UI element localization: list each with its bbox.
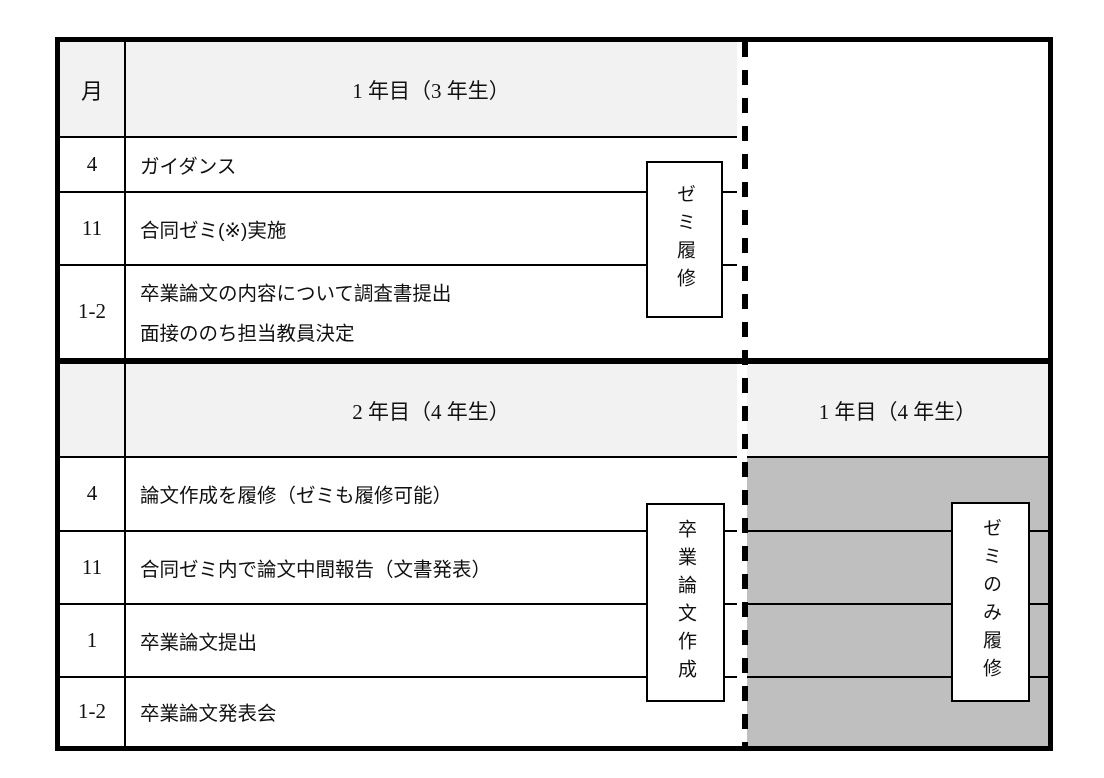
month-value: 1 — [86, 627, 98, 652]
section1-header-bottom-line — [60, 136, 740, 138]
section2-row-separator-2 — [60, 603, 1048, 605]
month-value: 4 — [86, 481, 98, 505]
section1-row1-month: 4 — [60, 137, 124, 191]
section1-row3-month: 1-2 — [60, 265, 124, 358]
month-value: 11 — [81, 554, 103, 579]
month-column-divider — [124, 42, 126, 746]
section1-row1-text: ガイダンス — [140, 137, 640, 191]
event-text: 合同ゼミ(※)実施 — [140, 219, 287, 242]
section2-row-separator-3 — [60, 676, 1048, 678]
seminar-only-flow-label: ゼミのみ履修 — [980, 518, 1001, 686]
section1-row2-month: 11 — [60, 192, 124, 264]
section2-row3-text: 卒業論文提出 — [140, 604, 640, 676]
seminar-enrollment-flow-label: ゼミ履修 — [674, 183, 695, 296]
event-text-line1: 卒業論文の内容について調査書提出 — [140, 283, 452, 306]
section2-row1-text: 論文作成を履修（ゼミも履修可能） — [140, 457, 640, 530]
schedule-table-border — [55, 37, 1053, 751]
event-text: 合同ゼミ内で論文中間報告（文書発表） — [140, 558, 492, 581]
month-value: 1-2 — [78, 699, 106, 723]
section2-row2-month: 11 — [60, 531, 124, 603]
event-text: 卒業論文提出 — [140, 631, 258, 654]
section2-row1-month: 4 — [60, 457, 124, 530]
thesis-writing-flow-label: 卒業論文作成 — [675, 518, 696, 687]
month-column-header: 月 — [60, 42, 124, 137]
section2-row4-month: 1-2 — [60, 677, 124, 746]
section1-period-header-label: 1 年目（3 年生） — [352, 78, 510, 103]
section2-period-header-right-label: 1 年目（4 年生） — [818, 399, 977, 424]
event-text: 卒業論文発表会 — [140, 703, 277, 725]
seminar-only-flow-box: ゼミのみ履修 — [951, 502, 1030, 702]
section2-row-separator-1 — [60, 530, 1048, 532]
section2-period-header-right: 1 年目（4 年生） — [747, 364, 1048, 457]
section1-row-separator-1 — [60, 191, 740, 193]
event-text: 論文作成を履修（ゼミも履修可能） — [140, 485, 453, 507]
section2-header-background — [60, 364, 1048, 457]
event-text: ガイダンス — [140, 155, 237, 178]
section2-period-header-left-label: 2 年目（4 年生） — [352, 399, 510, 424]
section2-header-bottom-line — [60, 456, 1048, 458]
seminar-enrollment-flow-box: ゼミ履修 — [646, 161, 723, 318]
section1-row3-text: 卒業論文の内容について調査書提出 面接ののち担当教員決定 — [140, 267, 640, 356]
event-text-line2: 面接ののち担当教員決定 — [140, 322, 355, 345]
section2-row4-text: 卒業論文発表会 — [140, 677, 640, 746]
section2-period-header-left: 2 年目（4 年生） — [124, 364, 738, 457]
thesis-writing-flow-box: 卒業論文作成 — [646, 503, 725, 702]
section2-row3-month: 1 — [60, 604, 124, 676]
section2-row2-text: 合同ゼミ内で論文中間報告（文書発表） — [140, 531, 640, 603]
dashed-divider-line — [742, 42, 748, 746]
month-value: 1-2 — [78, 299, 106, 323]
section1-period-header: 1 年目（3 年生） — [124, 42, 738, 137]
section1-row-separator-2 — [60, 264, 740, 266]
month-value: 4 — [86, 151, 98, 176]
section1-row2-text: 合同ゼミ(※)実施 — [140, 192, 640, 264]
month-value: 11 — [81, 215, 103, 240]
month-column-header-label: 月 — [80, 78, 103, 104]
section-divider-line — [60, 358, 1048, 364]
section1-header-background — [60, 42, 738, 137]
